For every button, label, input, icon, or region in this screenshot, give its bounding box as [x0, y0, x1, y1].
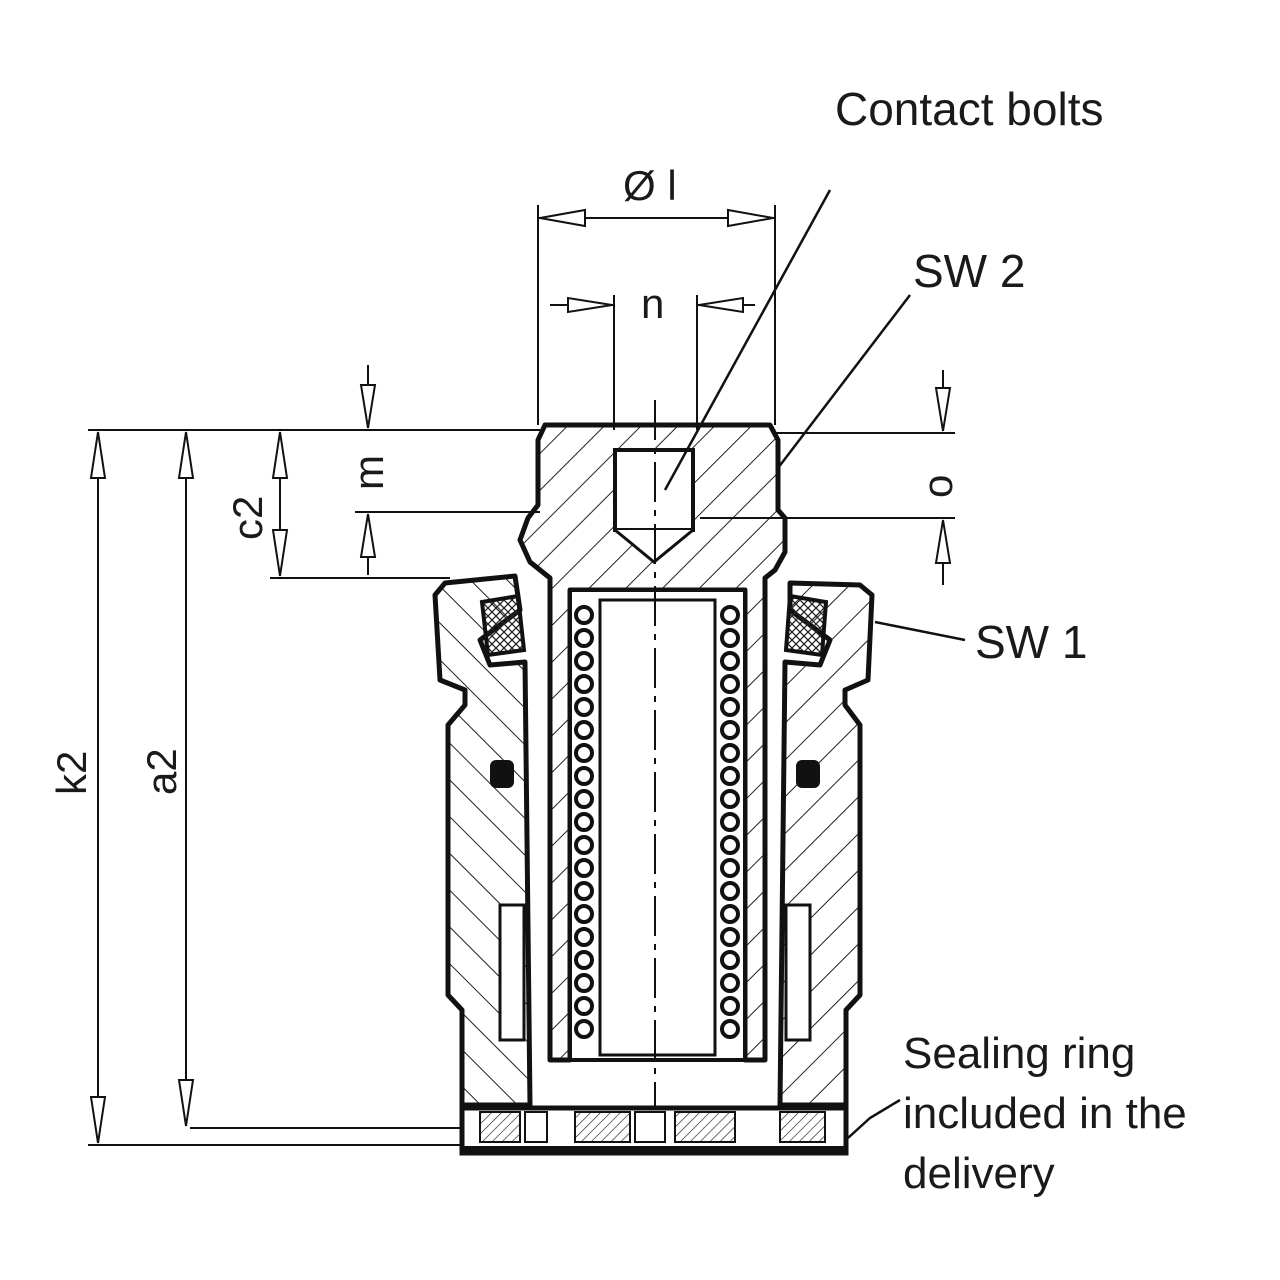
- spring-coil: [720, 789, 740, 809]
- spring-coils-left: [574, 605, 594, 1039]
- o-ring-right: [796, 760, 820, 788]
- dimension-lines: [88, 205, 955, 1146]
- label-m: m: [345, 455, 392, 490]
- label-o: o: [914, 475, 961, 498]
- label-sealing-ring-2: included in the: [903, 1089, 1187, 1138]
- spring-coil: [574, 766, 594, 786]
- spring-coil: [574, 789, 594, 809]
- spring-coil: [720, 835, 740, 855]
- spring-coil: [574, 858, 594, 878]
- leader-sw1: [874, 620, 966, 642]
- label-diameter-l: Ø l: [623, 162, 677, 209]
- spring-coil: [574, 812, 594, 832]
- spring-coil: [720, 697, 740, 717]
- spring-coil: [720, 950, 740, 970]
- upper-seal-left: [479, 593, 527, 658]
- leader-sw2: [777, 294, 911, 469]
- spring-coil: [574, 904, 594, 924]
- spring-coil: [720, 858, 740, 878]
- label-c2: c2: [224, 496, 271, 540]
- label-a2: a2: [138, 748, 185, 795]
- spring-coil: [574, 950, 594, 970]
- spring-pocket: [568, 400, 747, 1145]
- spring-coil: [720, 927, 740, 947]
- spring-coils-right: [720, 605, 740, 1039]
- groove-right: [784, 903, 812, 1042]
- spring-coil: [574, 1019, 594, 1039]
- o-ring-left: [490, 760, 514, 788]
- spring-coil: [720, 651, 740, 671]
- spring-coil: [574, 996, 594, 1016]
- spring-coil: [574, 628, 594, 648]
- label-n: n: [641, 280, 664, 327]
- spring-coil: [720, 628, 740, 648]
- label-sealing-ring-3: delivery: [903, 1149, 1055, 1198]
- spring-coil: [574, 927, 594, 947]
- spring-coil: [720, 881, 740, 901]
- sealing-ring: [459, 1105, 849, 1156]
- label-sealing-ring-1: Sealing ring: [903, 1029, 1135, 1078]
- groove-left: [498, 903, 526, 1042]
- spring-coil: [574, 605, 594, 625]
- upper-seal-right: [783, 593, 829, 658]
- spring-coil: [720, 996, 740, 1016]
- spring-coil: [574, 720, 594, 740]
- spring-coil: [720, 973, 740, 993]
- spring-coil: [574, 835, 594, 855]
- leader-contact-bolts: [663, 189, 832, 491]
- label-k2: k2: [48, 751, 95, 795]
- label-contact-bolts: Contact bolts: [835, 83, 1103, 135]
- spring-coil: [574, 674, 594, 694]
- spring-coil: [720, 812, 740, 832]
- leader-sealing-ring: [847, 1098, 901, 1139]
- spring-coil: [574, 651, 594, 671]
- spring-coil: [574, 697, 594, 717]
- spring-coil: [720, 605, 740, 625]
- spring-coil: [720, 904, 740, 924]
- spring-coil: [720, 674, 740, 694]
- spring-coil: [720, 720, 740, 740]
- spring-coil: [574, 973, 594, 993]
- spring-coil: [574, 881, 594, 901]
- spring-coil: [720, 743, 740, 763]
- leader-lines: [663, 189, 966, 1139]
- spring-coil: [720, 1019, 740, 1039]
- label-sw2: SW 2: [913, 245, 1025, 297]
- spring-coil: [574, 743, 594, 763]
- label-sw1: SW 1: [975, 616, 1087, 668]
- spring-coil: [720, 766, 740, 786]
